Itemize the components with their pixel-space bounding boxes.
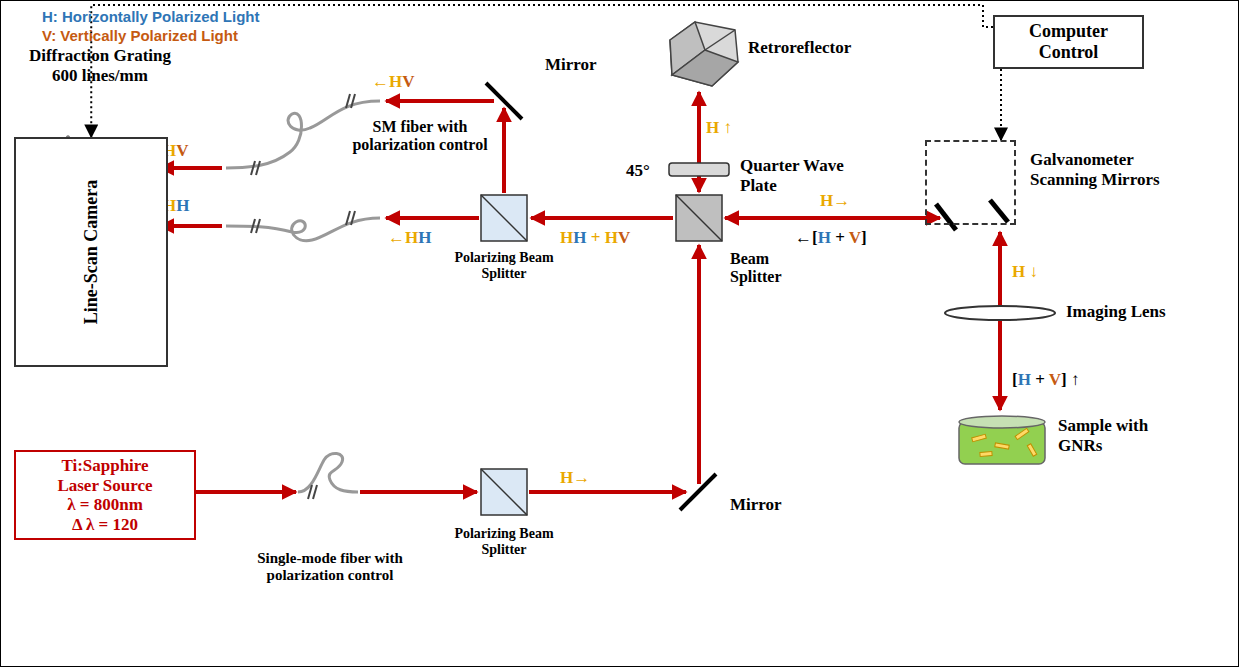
polarizing-beam-splitter xyxy=(481,195,527,241)
text-run: → xyxy=(573,468,590,487)
text-run: ← xyxy=(795,228,812,247)
component-label: H: Horizontally Polarized Light xyxy=(42,8,260,25)
component-label: H→ xyxy=(820,191,850,211)
text-run xyxy=(719,118,723,137)
text-run: H xyxy=(176,196,189,215)
component-label: H→ xyxy=(560,468,590,488)
component-label: H ↓ xyxy=(1012,262,1038,282)
node-text: Ti:Sapphire Laser Source xyxy=(40,456,170,495)
text-run: ↓ xyxy=(1029,262,1038,281)
text-run: + xyxy=(1035,370,1045,389)
text-run: ← xyxy=(372,72,389,91)
text-run: [ xyxy=(812,228,818,247)
galvo-mirror xyxy=(936,204,956,230)
text-run: H xyxy=(560,468,573,487)
laser-beams xyxy=(160,92,1000,492)
component-label: ←[H + V] xyxy=(795,228,867,248)
node-text: Galvanometer Scanning Mirrors xyxy=(1030,150,1180,189)
text-run: H xyxy=(389,72,402,91)
text-run: [ xyxy=(1012,370,1018,389)
component-label: Quarter Wave Plate xyxy=(740,156,850,195)
fiber-connectors xyxy=(251,94,355,499)
polarizing-beam-splitter xyxy=(481,469,527,515)
text-run: ] xyxy=(1061,370,1067,389)
node-text: Δ λ = 120 xyxy=(72,515,138,535)
component-label: Imaging Lens xyxy=(1066,302,1166,322)
component-label: Single-mode fiber with polarization cont… xyxy=(255,550,405,585)
mirror xyxy=(486,83,522,119)
text-run xyxy=(586,228,590,247)
component-label: HH + HV xyxy=(560,228,630,248)
text-run: + xyxy=(591,228,601,247)
retroreflector xyxy=(670,22,738,86)
component-label: Retroreflector xyxy=(748,38,851,58)
text-run: ↑ xyxy=(723,118,732,137)
component-label: Mirror xyxy=(730,495,782,515)
component-label: [H + V] ↑ xyxy=(1012,370,1080,390)
node-text: Computer Control xyxy=(1014,21,1124,62)
beam-splitter xyxy=(676,195,722,241)
galvo-mirror xyxy=(990,200,1008,222)
text-run: V xyxy=(176,141,188,160)
control-line xyxy=(1000,69,1002,140)
laser-source-box: Ti:Sapphire Laser Sourceλ = 800nmΔ λ = 1… xyxy=(14,450,196,540)
component-label: Polarizing Beam Splitter xyxy=(454,250,554,282)
text-run: H xyxy=(820,191,833,210)
galvo-box: Galvanometer Scanning Mirrors xyxy=(925,140,1016,225)
component-label: V: Vertically Polarized Light xyxy=(42,27,238,44)
component-label: ←HV xyxy=(372,72,415,92)
text-run: ] xyxy=(861,228,867,247)
text-run: H xyxy=(418,228,431,247)
component-label: H ↑ xyxy=(706,118,732,138)
component-label: ←HH xyxy=(388,228,431,248)
component-label: Diffraction Grating 600 lines/mm xyxy=(20,46,180,85)
mirror xyxy=(680,474,716,510)
component-label: 45° xyxy=(626,161,650,181)
text-run: H xyxy=(573,228,586,247)
sample-dish xyxy=(959,416,1045,464)
text-run: H xyxy=(1018,370,1031,389)
text-run xyxy=(1045,370,1049,389)
component-label: Mirror xyxy=(545,55,597,75)
node-text: Line-Scan Camera xyxy=(81,180,102,324)
quarter-wave-plate xyxy=(669,163,729,176)
text-run xyxy=(1031,370,1035,389)
text-run: ↑ xyxy=(1071,370,1080,389)
component-label: Beam Splitter xyxy=(730,250,800,287)
text-run: V xyxy=(849,228,861,247)
text-run xyxy=(1067,370,1071,389)
text-run xyxy=(831,228,835,247)
text-run: H xyxy=(605,228,618,247)
imaging-lens xyxy=(945,306,1055,320)
text-run: H xyxy=(560,228,573,247)
component-label: SM fiber with polarization control xyxy=(350,118,490,155)
text-run: H xyxy=(1012,262,1025,281)
fibers xyxy=(226,101,380,492)
node-text: λ = 800nm xyxy=(67,495,143,515)
text-run xyxy=(1025,262,1029,281)
text-run: + xyxy=(835,228,845,247)
text-run: H xyxy=(706,118,719,137)
camera-box: Line-Scan Camera xyxy=(14,137,168,367)
text-run: ← xyxy=(388,228,405,247)
control-box: Computer Control xyxy=(993,15,1144,69)
component-label: Polarizing Beam Splitter xyxy=(454,526,554,558)
text-run: V xyxy=(1049,370,1061,389)
text-run: H xyxy=(405,228,418,247)
text-run xyxy=(845,228,849,247)
text-run: V xyxy=(402,72,414,91)
component-label: Sample with GNRs xyxy=(1058,416,1168,455)
text-run: → xyxy=(833,191,850,210)
text-run: H xyxy=(818,228,831,247)
text-run xyxy=(600,228,604,247)
text-run: V xyxy=(618,228,630,247)
